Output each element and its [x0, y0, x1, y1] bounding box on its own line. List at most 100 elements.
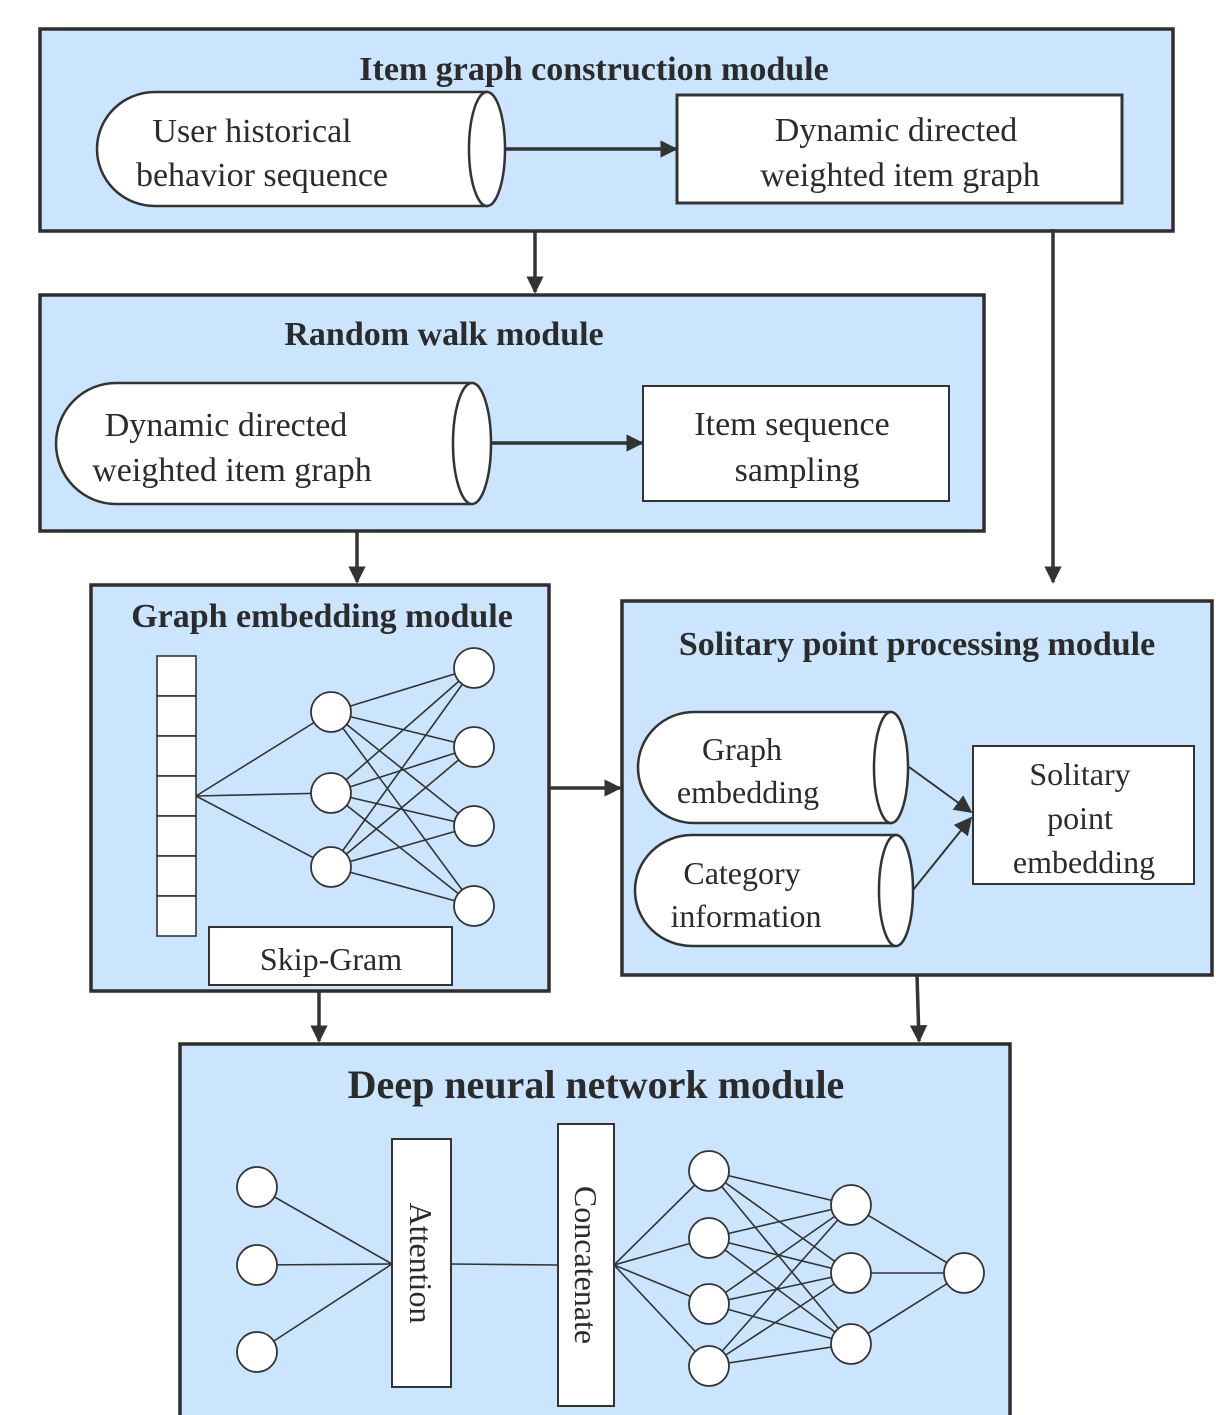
deep-neural-network-module: Deep neural network module Attention Con… — [178, 1042, 1012, 1415]
network-edge — [708, 1303, 852, 1345]
box-label-line2: weighted item graph — [760, 157, 1039, 194]
arrow-graph-to-solitary-point — [908, 766, 973, 814]
network-edge — [708, 1170, 852, 1206]
hidden-node — [830, 1184, 872, 1226]
cylinder-label-line1: Category — [683, 855, 800, 891]
module-title: Solitary point processing module — [679, 626, 1155, 663]
network-edge — [330, 746, 475, 794]
network-edge — [450, 1263, 559, 1266]
network-edge — [850, 1204, 965, 1274]
network-edge — [330, 792, 475, 907]
cylinder-label-line1: Graph — [702, 731, 782, 767]
network-edge — [195, 711, 332, 797]
vector-cell — [156, 695, 197, 737]
network-edge — [195, 792, 332, 797]
dynamic-graph-cylinder: Dynamic directed weighted item graph — [54, 381, 493, 506]
vector-cell — [156, 655, 197, 697]
network-edge — [708, 1204, 852, 1367]
hidden-node — [688, 1217, 730, 1259]
item-sequence-sampling-box: Item sequence sampling — [642, 385, 950, 502]
item-graph-construction-module: Item graph construction module User hist… — [38, 27, 1175, 233]
attention-label: Attention — [403, 1203, 439, 1324]
concatenate-box: Concatenate — [557, 1123, 615, 1407]
network-edge — [330, 667, 475, 794]
box-label-line2: point — [1047, 800, 1113, 836]
network-edge — [708, 1204, 852, 1239]
box-label-line1: Item sequence — [694, 406, 889, 443]
module-title: Item graph construction module — [359, 51, 828, 88]
hidden-node — [830, 1252, 872, 1294]
box-label-line1: Solitary — [1029, 756, 1130, 792]
input-node — [236, 1244, 278, 1286]
network-edge — [613, 1264, 710, 1367]
concatenate-label: Concatenate — [568, 1186, 604, 1344]
output-node — [453, 726, 495, 768]
network-edge — [708, 1237, 852, 1345]
cylinder-label-line2: information — [670, 898, 821, 934]
cylinder-label-line1: User historical — [152, 113, 351, 150]
vector-cell — [156, 735, 197, 777]
network-edges — [256, 1170, 965, 1367]
vector-cell — [156, 815, 197, 857]
graph-embedding-cylinder: Graph embedding — [636, 710, 910, 825]
hidden-node — [310, 846, 352, 888]
skip-gram-box: Skip-Gram — [208, 926, 453, 986]
input-vector — [156, 655, 197, 937]
output-node — [453, 647, 495, 689]
input-node — [236, 1331, 278, 1373]
module-title: Graph embedding module — [131, 598, 513, 635]
attention-box: Attention — [391, 1138, 452, 1388]
network-edge — [330, 792, 475, 827]
network-edge — [708, 1237, 852, 1274]
box-label-line2: sampling — [735, 452, 860, 489]
arrow-solitary-to-dnn — [909, 974, 928, 1043]
solitary-point-processing-module: Solitary point processing module Graph e… — [620, 599, 1214, 977]
box-label-line1: Dynamic directed — [775, 112, 1018, 149]
output-node — [453, 805, 495, 847]
network-edge — [195, 795, 332, 868]
network-edge — [708, 1204, 852, 1305]
arrow-category-to-solitary-point — [912, 816, 973, 891]
output-node — [453, 885, 495, 927]
network-edge — [850, 1272, 965, 1345]
vector-cell — [156, 855, 197, 897]
random-walk-module: Random walk module Dynamic directed weig… — [38, 293, 986, 533]
vector-cell — [156, 895, 197, 937]
solitary-point-embedding-box: Solitary point embedding — [972, 745, 1195, 885]
network-edge — [708, 1343, 852, 1367]
network-nodes — [236, 1150, 985, 1387]
cylinder-label-line1: Dynamic directed — [105, 407, 348, 444]
cylinder-label-line2: weighted item graph — [92, 452, 371, 489]
user-history-cylinder: User historical behavior sequence — [95, 90, 507, 208]
network-edge — [330, 667, 475, 713]
network-edge — [256, 1263, 393, 1266]
hidden-node — [830, 1323, 872, 1365]
input-node — [236, 1166, 278, 1208]
cylinder-label-line2: behavior sequence — [136, 157, 388, 194]
module-title: Deep neural network module — [348, 1062, 845, 1107]
network-edge — [330, 711, 475, 827]
hidden-node — [310, 772, 352, 814]
box-label-line3: embedding — [1013, 844, 1155, 880]
hidden-node — [688, 1150, 730, 1192]
hidden-node — [310, 691, 352, 733]
network-edge — [330, 667, 475, 868]
graph-embedding-module: Graph embedding module Skip-Gram — [89, 583, 551, 993]
network-edge — [256, 1263, 393, 1353]
network-edge — [613, 1170, 710, 1266]
network-edge — [708, 1272, 852, 1367]
cylinder-label-line2: embedding — [677, 774, 819, 810]
hidden-node — [688, 1345, 730, 1387]
skip-gram-label: Skip-Gram — [260, 941, 402, 977]
network-edge — [708, 1170, 852, 1345]
hidden-node — [688, 1283, 730, 1325]
dynamic-graph-box: Dynamic directed weighted item graph — [675, 93, 1124, 205]
network-edge — [330, 866, 475, 907]
vector-cell — [156, 775, 197, 817]
network-edge — [330, 825, 475, 868]
network-edges — [195, 667, 475, 907]
network-edge — [330, 746, 475, 868]
output-node — [943, 1252, 985, 1294]
network-nodes — [310, 647, 495, 927]
